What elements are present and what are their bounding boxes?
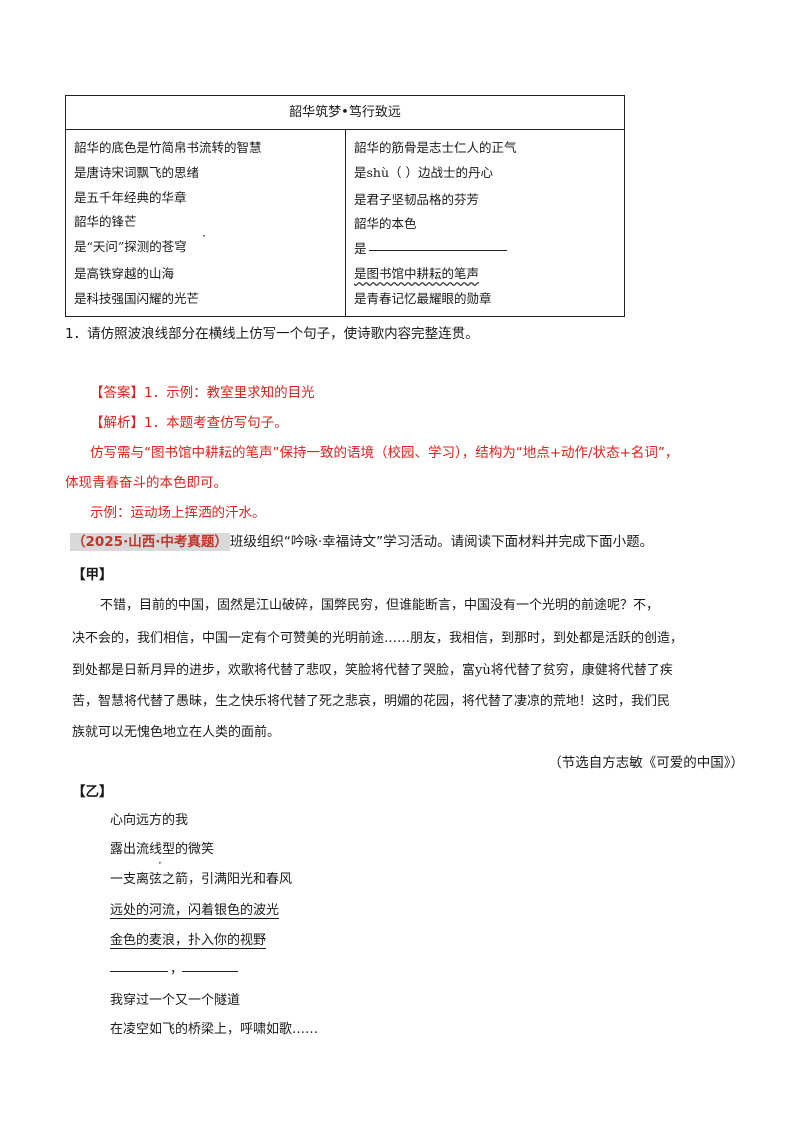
right-line-4: 韶华的本色 [354, 216, 417, 231]
yi-line-6-comma: ， [170, 962, 184, 977]
yi-line-2: 露出流线型的微笑 [110, 842, 215, 857]
jia-source: （节选自方志敏《可爱的中国》） [548, 755, 744, 771]
analysis: 【解析】1．本题考查仿写句子。 [90, 415, 288, 431]
left-line-1: 韶华的底色是竹简帛书流转的智慧 [74, 140, 262, 155]
left-line-6: 是高铁穿越的山海 [74, 266, 175, 281]
yi-line-5-underlined: 金色的麦浪，扑入你的视野 [110, 933, 267, 948]
right-line-3: 是君子坚韧品格的芬芳 [354, 192, 480, 207]
right-line-5-prefix: 是 [354, 241, 367, 256]
intro-text: 班级组织“吟咏·幸福诗文”学习活动。请阅读下面材料并完成下面小题。 [229, 534, 654, 550]
jia-line-5: 族就可以无愧色地立在人类的面前。 [72, 725, 281, 740]
left-line-2: 是唐诗宋词飘飞的思绪 [74, 165, 200, 180]
table-divider [345, 129, 346, 316]
yi-line-1: 心向远方的我 [110, 813, 189, 828]
jia-line-2: 决不会的，我们相信，中国一定有个可赞美的光明前途……朋友，我相信，到那时，到处都… [72, 631, 684, 646]
jia-line-4: 苦，智慧将代替了愚昧，生之快乐将代替了死之悲哀，明媚的花园，将代替了凄凉的荒地！… [72, 694, 671, 709]
intro-line: （2025·山西·中考真题）班级组织“吟咏·幸福诗文”学习活动。请阅读下面材料并… [70, 530, 654, 551]
jia-label: 【甲】 [72, 567, 113, 583]
right-line-2: 是shù（ ）边战士的丹心 [354, 165, 493, 180]
table-title: 韶华筑梦•笃行致远 [66, 96, 624, 130]
poem-table: 韶华筑梦•笃行致远 [65, 95, 625, 317]
jia-line-3: 到处都是日新月异的进步，欢歌将代替了悲叹，笑脸将代替了哭脸，富yù将代替了贫穷，… [72, 663, 673, 678]
yi-line-7: 我穿过一个又一个隧道 [110, 993, 241, 1008]
yi-line-4-underlined: 远处的河流，闪着银色的波光 [110, 903, 280, 918]
yi-line-3: 一支离弦之箭，引满阳光和春风 [110, 872, 293, 887]
left-line-3: 是五千年经典的华章 [74, 190, 187, 205]
analysis-example: 示例：运动场上挥洒的汗水。 [90, 505, 266, 521]
analysis-line-1: 仿写需与“图书馆中耕耘的笔声”保持一致的语境（校园、学习），结构为“地点+动作/… [90, 445, 679, 461]
yi-label: 【乙】 [72, 784, 113, 800]
answer: 【答案】1．示例：教室里求知的目光 [90, 385, 315, 401]
source-tag: （2025·山西·中考真题） [70, 533, 230, 551]
left-line-4: 韶华的锋芒 [74, 214, 137, 229]
left-line-5: 是“天问”探测的苍穹 [74, 239, 187, 254]
question-1: 1．请仿照波浪线部分在横线上仿写一个句子，使诗歌内容完整连贯。 [65, 326, 479, 342]
emphasis-dot: · [202, 229, 206, 243]
yi-line-8: 在凌空如飞的桥梁上，呼啸如歌…… [110, 1022, 319, 1037]
right-line-7: 是青春记忆最耀眼的勋章 [354, 291, 492, 306]
jia-line-1: 不错，目前的中国，固然是江山破碎，国弊民穷，但谁能断言，中国没有一个光明的前途呢… [100, 598, 660, 613]
blank-line-1[interactable] [110, 971, 168, 972]
right-line-6-wavy: 是图书馆中耕耘的笔声 [354, 266, 480, 281]
analysis-line-2: 体现青春奋斗的本色即可。 [65, 475, 227, 491]
right-line-1: 韶华的筋骨是志士仁人的正气 [354, 140, 517, 155]
fill-blank-line[interactable] [369, 250, 507, 251]
emphasis-dot-2: · [158, 856, 162, 870]
blank-line-2[interactable] [182, 971, 238, 972]
left-line-7: 是科技强国闪耀的光芒 [74, 291, 200, 306]
